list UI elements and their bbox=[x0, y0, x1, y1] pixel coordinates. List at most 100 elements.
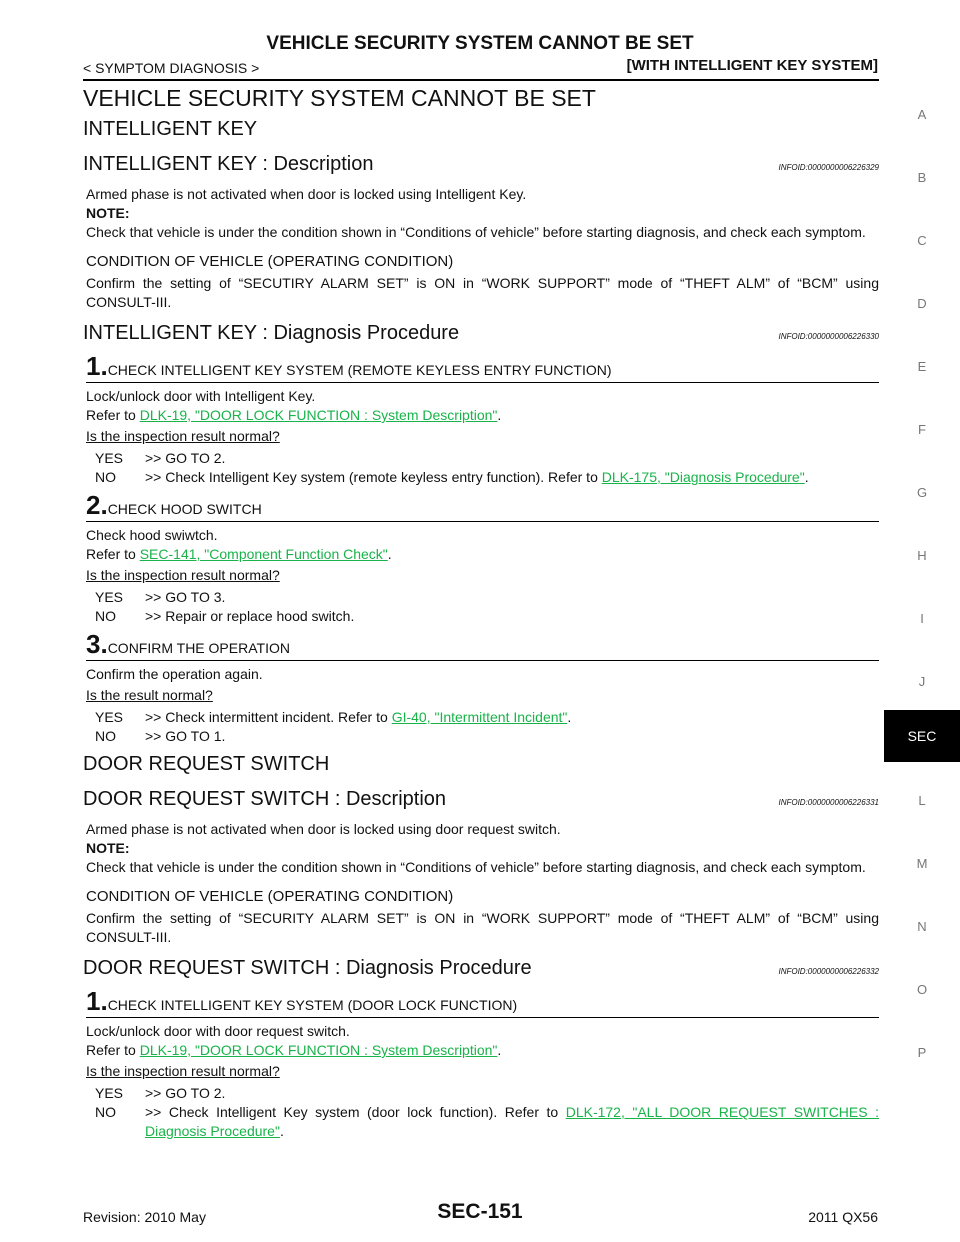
period: . bbox=[497, 1042, 502, 1058]
index-letter[interactable]: L bbox=[918, 793, 926, 808]
step-instruction: Lock/unlock door with Intelligent Key. bbox=[86, 388, 316, 404]
note-label: NOTE: bbox=[86, 840, 130, 856]
refer-text: Refer to bbox=[86, 1042, 140, 1058]
index-letter[interactable]: C bbox=[917, 233, 927, 248]
answers: YES >> GO TO 2. NO >> Check Intelligent Ke… bbox=[95, 449, 879, 487]
page-title: VEHICLE SECURITY SYSTEM CANNOT BE SET bbox=[83, 85, 596, 111]
description-title: INTELLIGENT KEY : Description bbox=[83, 153, 374, 175]
answer-yes-action: >> GO TO 2. bbox=[145, 450, 226, 466]
condition-text: Confirm the setting of “SECUTIRY ALARM S… bbox=[86, 275, 879, 310]
page-number: SEC-151 bbox=[437, 1200, 523, 1223]
section-title-intelligent-key: INTELLIGENT KEY bbox=[83, 118, 258, 140]
answer-no-action: >> GO TO 1. bbox=[145, 728, 226, 744]
step-heading: 1. CHECK INTELLIGENT KEY SYSTEM (REMOTE … bbox=[86, 353, 879, 383]
answer-yes: YES bbox=[95, 589, 124, 605]
step-number: 1. bbox=[86, 351, 108, 381]
answer-no-text: >> Check Intelligent Key system (remote … bbox=[145, 469, 602, 485]
step-title: CONFIRM THE OPERATION bbox=[107, 640, 290, 656]
period: . bbox=[804, 469, 809, 485]
running-title: VEHICLE SECURITY SYSTEM CANNOT BE SET bbox=[266, 33, 694, 54]
system-label: [WITH INTELLIGENT KEY SYSTEM] bbox=[626, 57, 878, 74]
step-title: CHECK HOOD SWITCH bbox=[107, 501, 262, 517]
answer-no-text: >> Check Intelligent Key system (door lo… bbox=[145, 1104, 566, 1120]
index-letter[interactable]: J bbox=[918, 674, 926, 689]
description-text: Armed phase is not activated when door i… bbox=[86, 821, 561, 837]
index-letter[interactable]: M bbox=[916, 856, 928, 871]
answer-no-action: >> Check Intelligent Key system (door lo… bbox=[145, 1103, 879, 1141]
index-letter[interactable]: H bbox=[917, 548, 927, 563]
section-label: < SYMPTOM DIAGNOSIS > bbox=[83, 60, 260, 76]
period: . bbox=[387, 546, 392, 562]
description-title: DOOR REQUEST SWITCH : Description bbox=[83, 788, 447, 810]
reference-line: Refer to DLK-19, "DOOR LOCK FUNCTION : S… bbox=[86, 406, 879, 425]
info-id: INFOID:0000000006226329 bbox=[778, 163, 879, 172]
answer-no: NO bbox=[95, 469, 116, 485]
answer-yes-action: >> Check intermittent incident. Refer to… bbox=[145, 708, 879, 727]
answers: YES>> GO TO 2. NO>> Check Intelligent Ke… bbox=[95, 1084, 879, 1141]
refer-text: Refer to bbox=[86, 546, 140, 562]
reference-line: Refer to SEC-141, "Component Function Ch… bbox=[86, 545, 879, 564]
period: . bbox=[279, 1123, 284, 1139]
step-instruction: Confirm the operation again. bbox=[86, 666, 263, 682]
index-letter[interactable]: D bbox=[917, 296, 927, 311]
answer-yes: YES bbox=[95, 709, 124, 725]
step-number: 2. bbox=[86, 490, 108, 520]
diagnosis-title: DOOR REQUEST SWITCH : Diagnosis Procedur… bbox=[83, 957, 532, 979]
condition-title: CONDITION OF VEHICLE (OPERATING CONDITIO… bbox=[86, 253, 454, 270]
reference-link[interactable]: DLK-19, "DOOR LOCK FUNCTION : System Des… bbox=[139, 1042, 498, 1058]
reference-link[interactable]: SEC-141, "Component Function Check" bbox=[139, 546, 388, 562]
header-rule bbox=[83, 79, 879, 81]
answer-yes-action: >> GO TO 3. bbox=[145, 589, 226, 605]
inspection-question: Is the inspection result normal? bbox=[86, 428, 280, 444]
step-title: CHECK INTELLIGENT KEY SYSTEM (DOOR LOCK … bbox=[107, 997, 518, 1013]
reference-link[interactable]: GI-40, "Intermittent Incident" bbox=[391, 709, 568, 725]
step-number: 1. bbox=[86, 986, 108, 1016]
revision-date: Revision: 2010 May bbox=[83, 1209, 206, 1225]
index-letter[interactable]: A bbox=[917, 107, 927, 122]
reference-link[interactable]: DLK-172, "ALL DOOR REQUEST SWITCHES : Di… bbox=[145, 1104, 880, 1139]
note-text: Check that vehicle is under the conditio… bbox=[86, 224, 866, 240]
answer-no: NO bbox=[95, 608, 116, 624]
index-letter[interactable]: N bbox=[917, 919, 927, 934]
description-text: Armed phase is not activated when door i… bbox=[86, 186, 527, 202]
step-number: 3. bbox=[86, 629, 108, 659]
answer-no-action: >> Repair or replace hood switch. bbox=[145, 608, 355, 624]
page-content: VEHICLE SECURITY SYSTEM CANNOT BE SET IN… bbox=[83, 85, 879, 1141]
inspection-question: Is the inspection result normal? bbox=[86, 567, 280, 583]
answer-yes: YES bbox=[95, 450, 124, 466]
inspection-question: Is the inspection result normal? bbox=[86, 1063, 280, 1079]
step-title: CHECK INTELLIGENT KEY SYSTEM (REMOTE KEY… bbox=[107, 362, 612, 378]
index-letter[interactable]: F bbox=[918, 422, 926, 437]
answers: YES >> Check intermittent incident. Refer… bbox=[95, 708, 879, 746]
index-tab-active[interactable]: SEC bbox=[884, 710, 960, 762]
index-letter[interactable]: O bbox=[916, 982, 928, 997]
info-id: INFOID:0000000006226331 bbox=[778, 798, 879, 807]
step-heading: 2. CHECK HOOD SWITCH bbox=[86, 492, 879, 522]
info-id: INFOID:0000000006226330 bbox=[778, 332, 879, 341]
step-heading: 3. CONFIRM THE OPERATION bbox=[86, 631, 879, 661]
answer-no: NO bbox=[95, 728, 116, 744]
condition-text: Confirm the setting of “SECURITY ALARM S… bbox=[86, 910, 879, 945]
diagnosis-heading: DOOR REQUEST SWITCH : Diagnosis Procedur… bbox=[83, 956, 879, 980]
index-letter[interactable]: I bbox=[920, 611, 924, 626]
note-label: NOTE: bbox=[86, 205, 130, 221]
description-heading: INTELLIGENT KEY : Description INFOID:000… bbox=[83, 152, 879, 176]
answer-yes-action: >> GO TO 2. bbox=[145, 1085, 226, 1101]
index-letter[interactable]: P bbox=[917, 1045, 927, 1060]
step-instruction: Lock/unlock door with door request switc… bbox=[86, 1023, 350, 1039]
period: . bbox=[497, 407, 502, 423]
index-letter[interactable]: G bbox=[916, 485, 928, 500]
reference-link[interactable]: DLK-175, "Diagnosis Procedure" bbox=[601, 469, 805, 485]
condition-title: CONDITION OF VEHICLE (OPERATING CONDITIO… bbox=[86, 888, 454, 905]
description-heading: DOOR REQUEST SWITCH : Description INFOID… bbox=[83, 787, 879, 811]
note-text: Check that vehicle is under the conditio… bbox=[86, 859, 866, 875]
reference-link[interactable]: DLK-19, "DOOR LOCK FUNCTION : System Des… bbox=[139, 407, 498, 423]
step-heading: 1. CHECK INTELLIGENT KEY SYSTEM (DOOR LO… bbox=[86, 988, 879, 1018]
inspection-question: Is the result normal? bbox=[86, 687, 213, 703]
section-title-door-request-switch: DOOR REQUEST SWITCH bbox=[83, 753, 330, 775]
index-letter[interactable]: E bbox=[917, 359, 927, 374]
reference-line: Refer to DLK-19, "DOOR LOCK FUNCTION : S… bbox=[86, 1041, 879, 1060]
diagnosis-heading: INTELLIGENT KEY : Diagnosis Procedure IN… bbox=[83, 321, 879, 345]
answer-no-action: >> Check Intelligent Key system (remote … bbox=[145, 468, 879, 487]
index-letter[interactable]: B bbox=[917, 170, 927, 185]
